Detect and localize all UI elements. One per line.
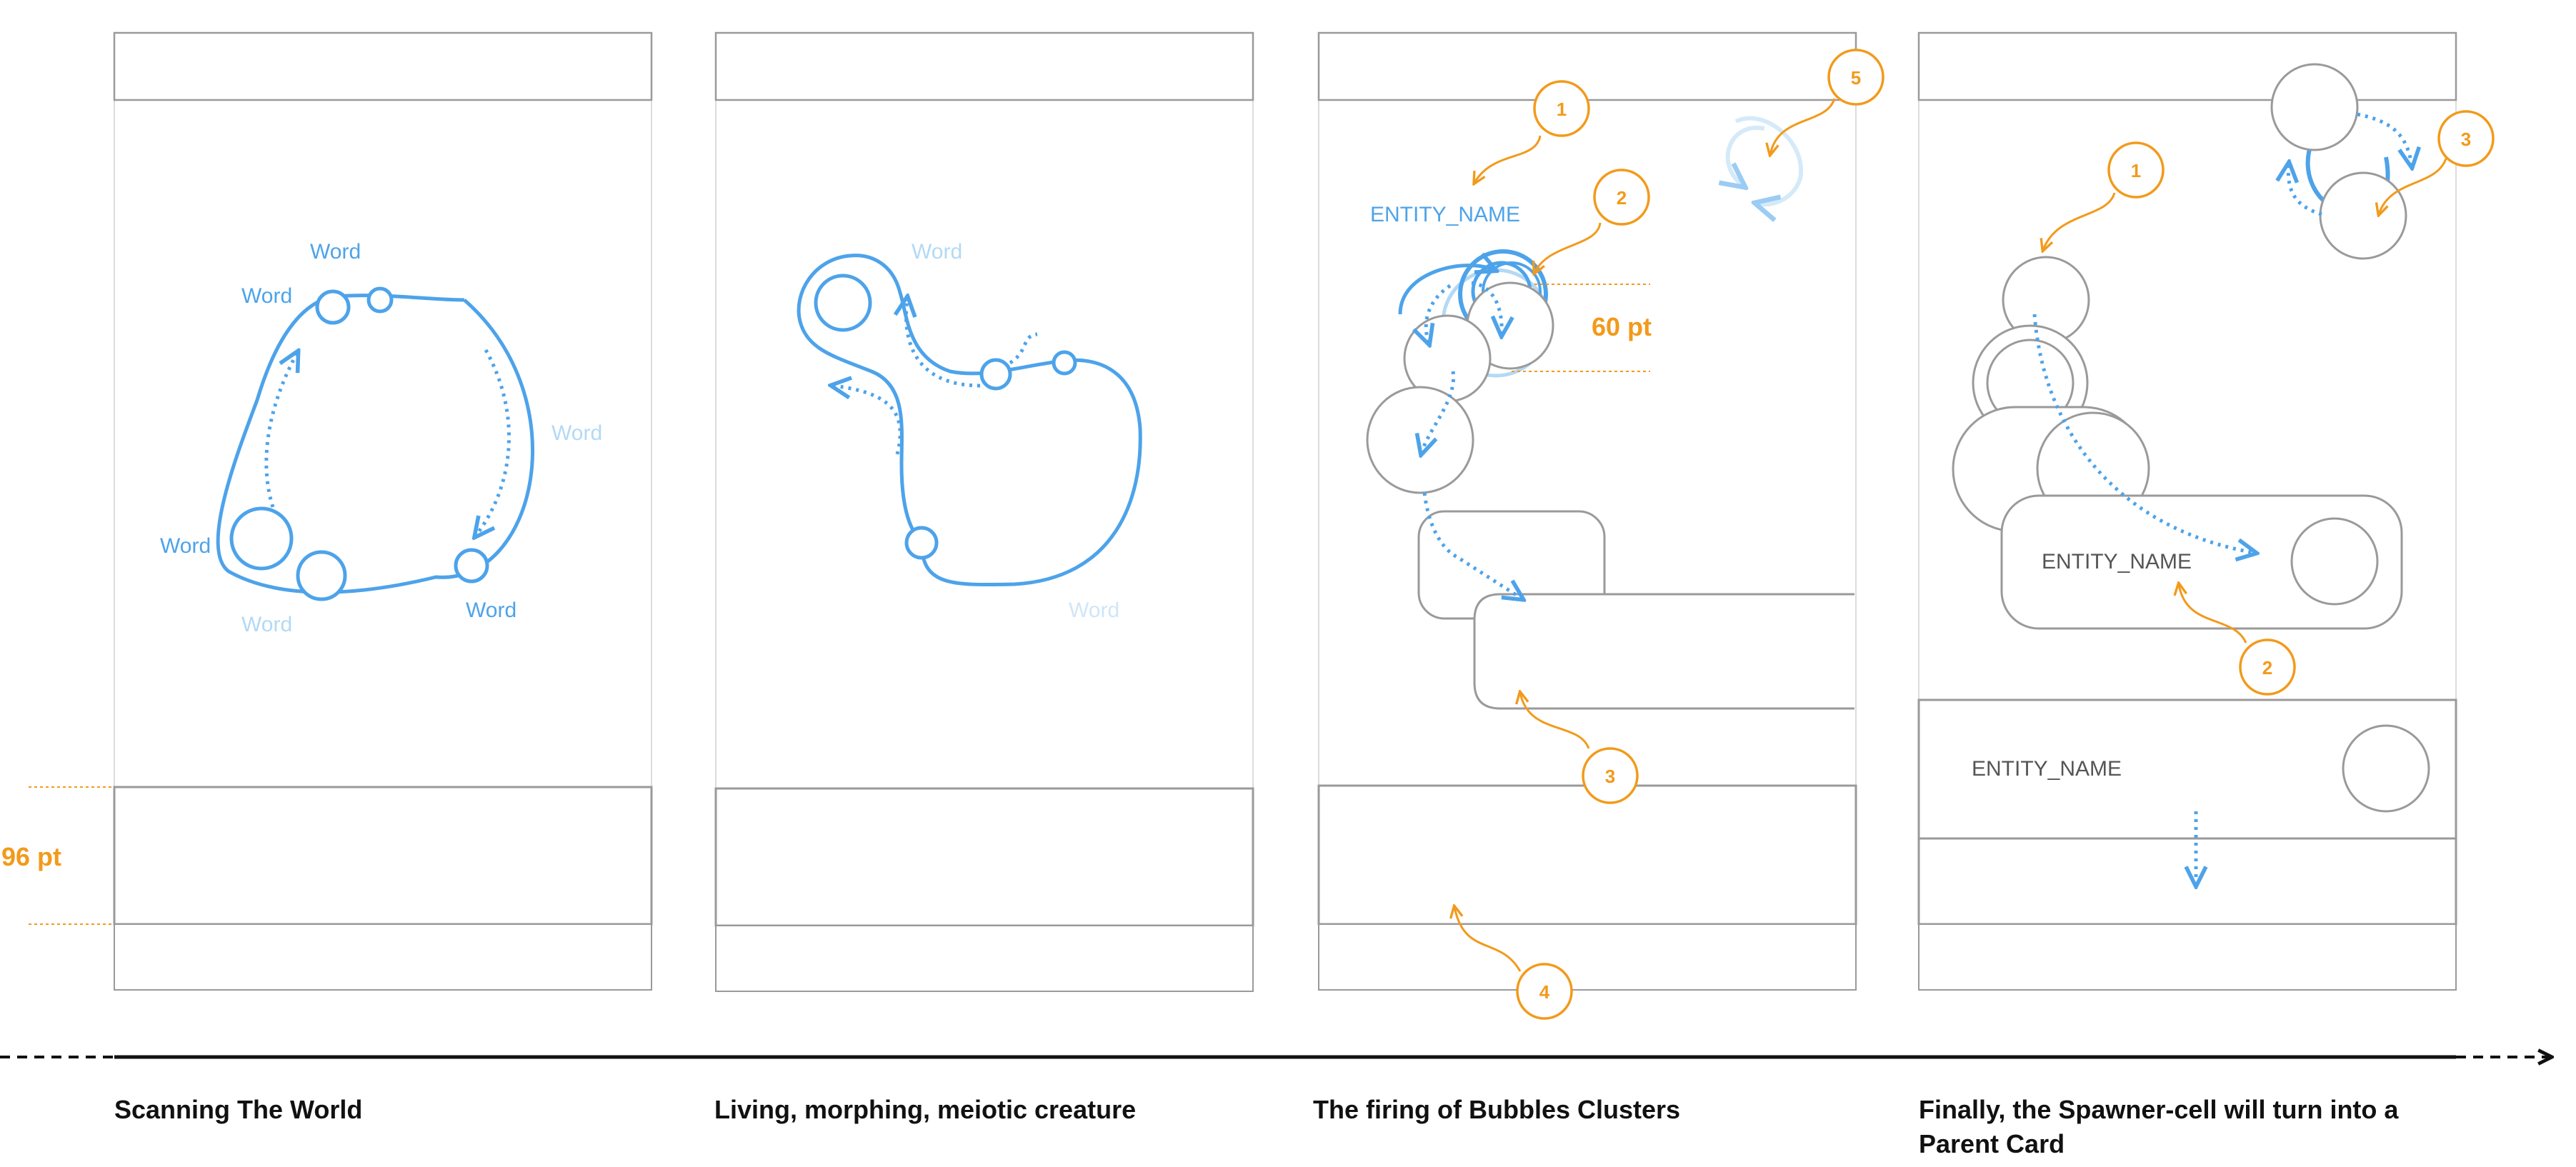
measure-label-96pt: 96 pt: [1, 842, 61, 871]
svg-text:5: 5: [1851, 67, 1861, 89]
svg-text:4: 4: [1539, 981, 1550, 1003]
measure-label-60pt: 60 pt: [1592, 312, 1652, 341]
bubble: [904, 526, 939, 560]
card-avatar: [2290, 517, 2379, 606]
refresh-icon: [1728, 116, 1804, 204]
bubble: [814, 274, 872, 332]
marker-1: 1: [2043, 141, 2165, 250]
flow-arrow: [2032, 314, 2255, 553]
tab-bar: [114, 923, 652, 991]
marker-2: 2: [2179, 584, 2296, 696]
top-bar: [714, 31, 1254, 101]
svg-text:1: 1: [2131, 160, 2141, 181]
top-bar: [1917, 31, 2457, 101]
flow-arrow: [2288, 164, 2322, 216]
bubble: [2270, 63, 2359, 151]
svg-text:3: 3: [2461, 129, 2471, 150]
panel-1: 96 pt Word Word Word Word Word Word: [1, 31, 653, 991]
caption-parent-card: Finally, the Spawner-cell will turn into…: [1919, 1095, 2399, 1158]
bubble: [979, 358, 1012, 391]
word-label: Word: [241, 284, 292, 308]
bottom-bar: [1917, 837, 2457, 926]
bubble: [366, 286, 394, 314]
word-label: Word: [466, 598, 516, 622]
entity-name-label: ENTITY_NAME: [1370, 203, 1520, 226]
marker-1: 1: [1474, 80, 1590, 183]
flow-arrow: [906, 299, 981, 388]
flow-arrow: [1422, 492, 1522, 598]
bottom-bar: [1317, 784, 1857, 926]
word-label: Word: [241, 613, 292, 636]
svg-text:2: 2: [2262, 657, 2272, 678]
svg-text:3: 3: [1605, 766, 1615, 787]
flow-arrow: [1422, 371, 1456, 453]
bubble: [2319, 171, 2407, 260]
bubble: [454, 548, 489, 584]
spawner-card: [2000, 494, 2403, 630]
bubble: [1366, 386, 1474, 494]
svg-text:1: 1: [1557, 99, 1567, 120]
flow-arrow: [1398, 266, 1494, 315]
svg-text:2: 2: [1617, 187, 1627, 209]
flow-arrow: [833, 386, 902, 455]
panel-3: ENTITY_NAME 60 pt 1 2 3 4: [1317, 31, 1884, 1020]
marker-2: 2: [1534, 169, 1650, 273]
card-large: [1473, 593, 1854, 710]
word-label: Word: [1069, 598, 1119, 622]
bottom-bar: [714, 787, 1254, 927]
flow-arrow: [1426, 284, 1452, 343]
panel-2: Word Word: [714, 31, 1254, 992]
entity-name-label: ENTITY_NAME: [1972, 757, 2122, 781]
word-label: Word: [551, 421, 602, 445]
word-label: Word: [160, 534, 211, 558]
marker-3: 3: [2379, 110, 2495, 214]
marker-5: 5: [1770, 49, 1884, 154]
morph-creature: [797, 254, 1142, 587]
entity-name-label: ENTITY_NAME: [2042, 550, 2192, 574]
top-bar: [113, 31, 653, 101]
top-bar: [1317, 31, 1857, 101]
tab-bar: [1318, 923, 1857, 991]
flow-arrow: [1009, 332, 1038, 365]
caption-scanning: Scanning The World: [114, 1095, 363, 1124]
bubble: [229, 506, 294, 571]
bubble: [1052, 350, 1077, 376]
bubble: [315, 289, 351, 325]
bottom-bar: [113, 786, 653, 926]
tab-bar: [1918, 923, 2457, 991]
caption-living: Living, morphing, meiotic creature: [714, 1095, 1137, 1124]
word-label: Word: [912, 240, 962, 264]
caption-firing: The firing of Bubbles Clusters: [1313, 1095, 1681, 1124]
marker-4: 4: [1454, 907, 1573, 1020]
word-label: Word: [310, 240, 361, 264]
marker-3: 3: [1520, 693, 1639, 804]
panel-4: ENTITY_NAME ENTITY_NAME 1 2 3: [1917, 31, 2495, 991]
tab-bar: [715, 925, 1254, 992]
flow-arrow: [2357, 112, 2412, 166]
card-avatar: [2342, 724, 2430, 813]
flow-arrow: [264, 353, 297, 508]
bubble: [296, 550, 347, 601]
flow-arrow: [1471, 281, 1502, 334]
flow-arrow: [476, 349, 511, 536]
